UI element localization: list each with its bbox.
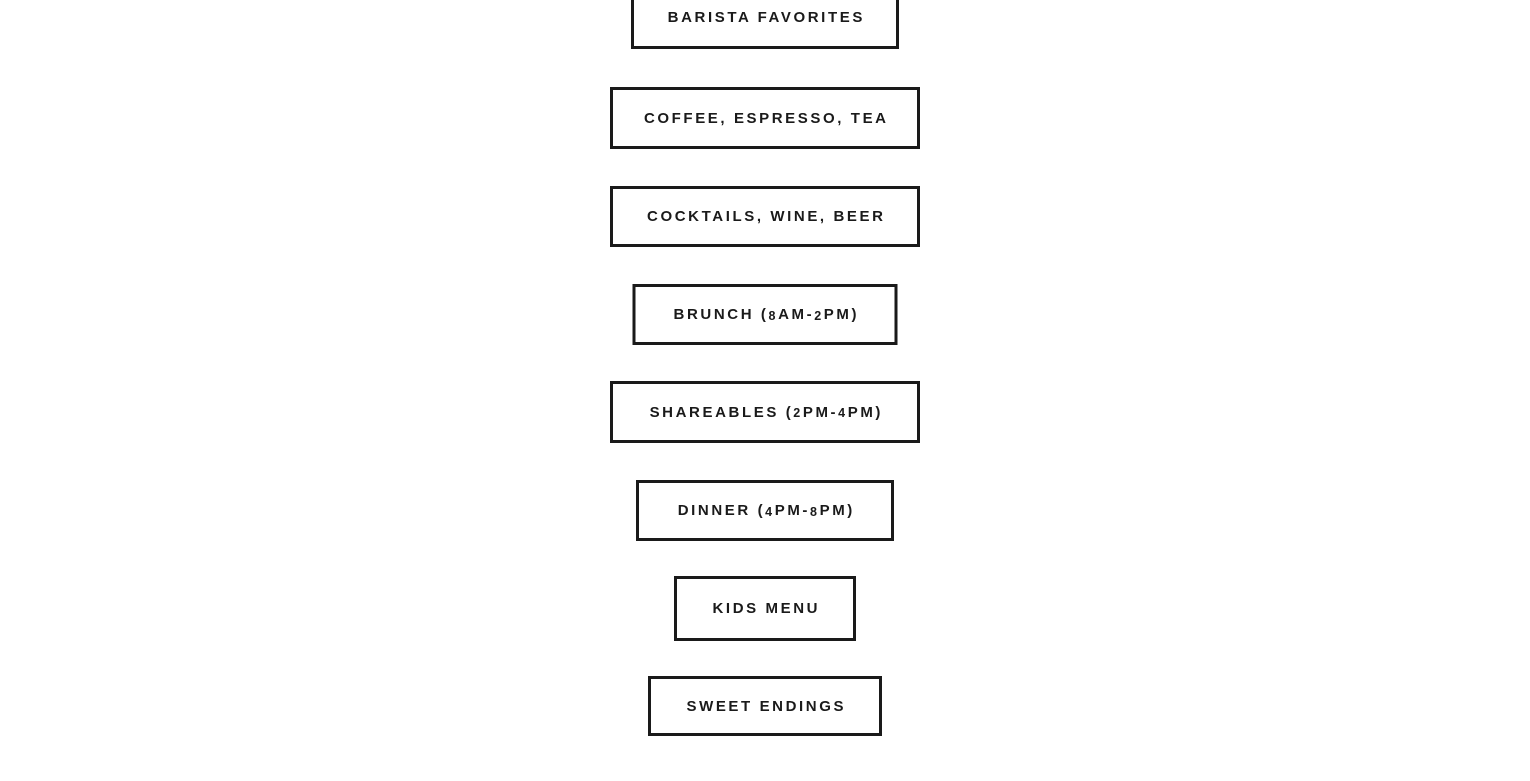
menu-category-label: KIDS MENU bbox=[712, 600, 821, 617]
menu-category-label: COCKTAILS, WINE, BEER bbox=[647, 208, 886, 225]
menu-category-button-cocktails-wine-beer[interactable]: COCKTAILS, WINE, BEER bbox=[610, 186, 920, 247]
menu-category-label: SHAREABLES (2PM-4PM) bbox=[649, 403, 884, 421]
menu-category-label: BRUNCH (8AM-2PM) bbox=[673, 306, 860, 323]
menu-category-label: BARISTA FAVORITES bbox=[667, 9, 865, 26]
menu-category-button-barista-favorites[interactable]: BARISTA FAVORITES bbox=[631, 0, 899, 49]
menu-category-button-dinner[interactable]: DINNER (4PM-8PM) bbox=[636, 480, 894, 541]
menu-category-button-sweet-endings[interactable]: SWEET ENDINGS bbox=[648, 676, 882, 736]
menu-category-label: SWEET ENDINGS bbox=[686, 697, 847, 715]
menu-category-button-kids-menu[interactable]: KIDS MENU bbox=[674, 576, 856, 641]
menu-category-button-coffee-espresso-tea[interactable]: COFFEE, ESPRESSO, TEA bbox=[610, 87, 920, 149]
menu-category-button-shareables[interactable]: SHAREABLES (2PM-4PM) bbox=[610, 381, 920, 443]
menu-category-label: DINNER (4PM-8PM) bbox=[677, 502, 855, 519]
menu-category-label: COFFEE, ESPRESSO, TEA bbox=[643, 109, 889, 127]
menu-category-button-brunch[interactable]: BRUNCH (8AM-2PM) bbox=[632, 284, 898, 345]
